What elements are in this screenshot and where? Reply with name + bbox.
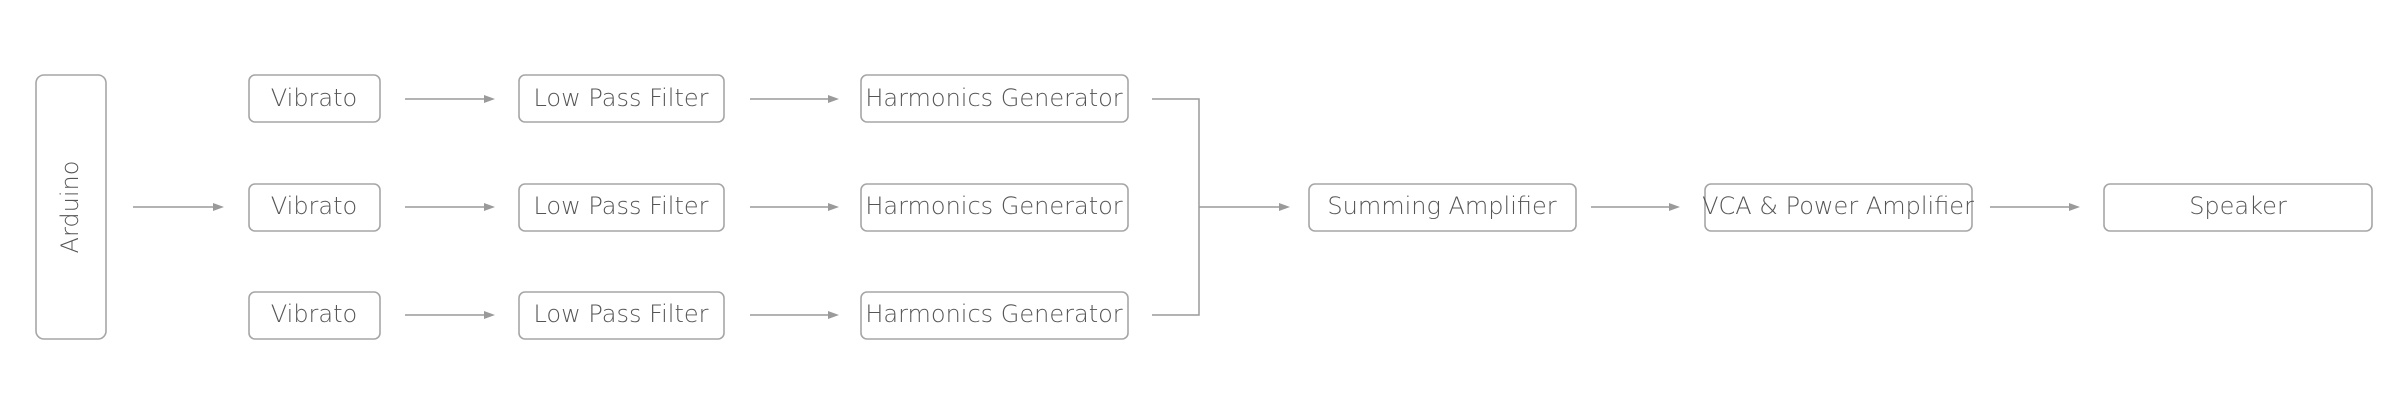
node-lpf-3-label: Low Pass Filter — [533, 300, 708, 328]
node-arduino: Arduino — [35, 74, 107, 340]
node-harmonics-2-label: Harmonics Generator — [865, 192, 1122, 220]
edge-harmonics-1-to-bus — [1152, 98, 1200, 207]
node-vibrato-1: Vibrato — [248, 74, 381, 123]
arrowhead-icon — [828, 203, 839, 211]
arrowhead-icon — [828, 95, 839, 103]
arrowhead-icon — [2069, 203, 2080, 211]
node-summing-amp-label: Summing Amplifier — [1327, 192, 1556, 220]
node-harmonics-3-label: Harmonics Generator — [865, 300, 1122, 328]
arrowhead-icon — [484, 203, 495, 211]
node-vca-power-amp: VCA & Power Amplifier — [1702, 183, 1974, 232]
arrowhead-icon — [213, 203, 224, 211]
node-vca-power-amp-label: VCA & Power Amplifier — [1702, 192, 1974, 220]
node-speaker: Speaker — [2103, 183, 2373, 232]
arrowhead-icon — [484, 311, 495, 319]
node-speaker-label: Speaker — [2189, 192, 2287, 220]
arrowhead-icon — [828, 311, 839, 319]
arrowhead-icon — [484, 95, 495, 103]
node-vibrato-2: Vibrato — [248, 183, 381, 232]
connectors — [133, 95, 2080, 319]
node-harmonics-3: Harmonics Generator — [860, 291, 1129, 340]
edge-harmonics-3-to-bus — [1152, 207, 1200, 316]
node-vibrato-3: Vibrato — [248, 291, 381, 340]
nodes: Arduino Vibrato Vibrato Vibrato Low Pass… — [35, 74, 2373, 340]
node-arduino-label: Arduino — [56, 161, 84, 254]
node-harmonics-2: Harmonics Generator — [860, 183, 1129, 232]
node-summing-amp: Summing Amplifier — [1308, 183, 1577, 232]
node-vibrato-1-label: Vibrato — [271, 84, 357, 112]
node-lpf-2-label: Low Pass Filter — [533, 192, 708, 220]
node-lpf-1: Low Pass Filter — [518, 74, 725, 123]
node-lpf-2: Low Pass Filter — [518, 183, 725, 232]
node-lpf-3: Low Pass Filter — [518, 291, 725, 340]
arrowhead-icon — [1669, 203, 1680, 211]
node-vibrato-2-label: Vibrato — [271, 192, 357, 220]
node-harmonics-1-label: Harmonics Generator — [865, 84, 1122, 112]
node-harmonics-1: Harmonics Generator — [860, 74, 1129, 123]
node-vibrato-3-label: Vibrato — [271, 300, 357, 328]
node-lpf-1-label: Low Pass Filter — [533, 84, 708, 112]
arrowhead-icon — [1279, 203, 1290, 211]
